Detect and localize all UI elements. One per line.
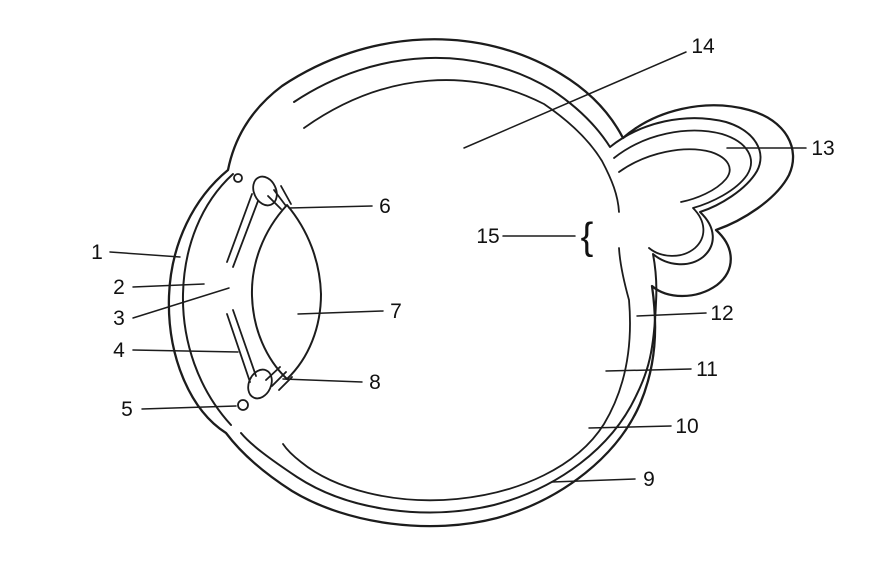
label-2: 2 bbox=[113, 276, 125, 299]
lens-outline bbox=[250, 204, 322, 380]
label-15: 15 bbox=[476, 225, 499, 248]
zonule-fibers-upper bbox=[267, 185, 292, 210]
leader-line-2 bbox=[132, 283, 205, 288]
label-9: 9 bbox=[643, 468, 655, 491]
optic-nerve-innermost-line bbox=[618, 148, 731, 203]
iris-lower bbox=[226, 309, 257, 383]
ciliary-body-upper bbox=[252, 175, 278, 207]
optic-disc-brace: { bbox=[581, 216, 594, 258]
label-8: 8 bbox=[369, 371, 381, 394]
label-12: 12 bbox=[710, 302, 733, 325]
leader-lines bbox=[109, 51, 807, 483]
ciliary-body-lower bbox=[247, 368, 273, 400]
leader-line-4 bbox=[132, 349, 239, 353]
leader-line-1 bbox=[109, 251, 181, 258]
label-5: 5 bbox=[121, 398, 133, 421]
retina-line-lower bbox=[282, 247, 631, 502]
label-14: 14 bbox=[691, 35, 715, 58]
number-labels: 1 2 3 4 5 6 7 8 9 10 11 12 13 14 15 { bbox=[91, 35, 835, 491]
label-7: 7 bbox=[390, 300, 402, 323]
optic-nerve-inner-fold bbox=[613, 129, 752, 257]
scleral-venous-circle-upper bbox=[233, 173, 243, 183]
scleral-venous-circle-lower bbox=[237, 399, 249, 411]
cornea-inner-line bbox=[181, 173, 234, 426]
label-11: 11 bbox=[696, 358, 718, 381]
iris-upper bbox=[226, 193, 259, 268]
label-6: 6 bbox=[379, 195, 391, 218]
leader-line-9 bbox=[551, 478, 636, 483]
leader-line-12 bbox=[636, 312, 707, 317]
leader-line-7 bbox=[297, 310, 384, 315]
label-4: 4 bbox=[113, 339, 125, 362]
leader-line-10 bbox=[588, 425, 672, 429]
leader-line-3 bbox=[132, 287, 230, 319]
leader-line-6 bbox=[288, 205, 373, 209]
retina-line-upper bbox=[303, 79, 620, 213]
label-1: 1 bbox=[91, 241, 103, 264]
label-10: 10 bbox=[675, 415, 698, 438]
label-13: 13 bbox=[811, 137, 834, 160]
choroid-line bbox=[240, 56, 762, 514]
leader-line-8 bbox=[282, 378, 363, 383]
leader-line-11 bbox=[605, 368, 692, 372]
leader-line-5 bbox=[141, 405, 237, 410]
eye-globe-group bbox=[167, 38, 795, 528]
label-3: 3 bbox=[113, 307, 125, 330]
leader-line-14 bbox=[463, 51, 687, 149]
